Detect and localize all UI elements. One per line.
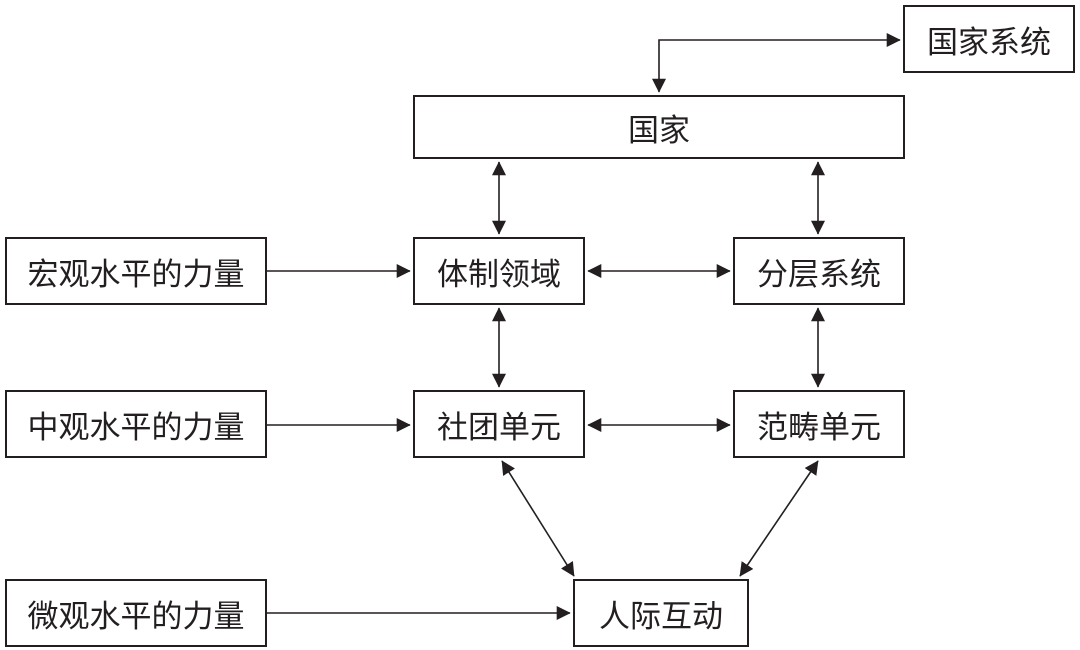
node-institutional-domains: 体制领域 — [413, 237, 585, 305]
edge-corporate-interpersonal — [501, 460, 575, 577]
node-micro-forces: 微观水平的力量 — [5, 579, 267, 647]
node-state-system: 国家系统 — [903, 5, 1075, 73]
node-state: 国家 — [413, 95, 905, 159]
node-stratification-system: 分层系统 — [733, 237, 905, 305]
edge-categoric-interpersonal — [739, 460, 819, 577]
edge-state-state-system — [652, 33, 901, 93]
node-corporate-units: 社团单元 — [413, 390, 585, 458]
node-interpersonal: 人际互动 — [573, 579, 749, 647]
node-macro-forces: 宏观水平的力量 — [5, 237, 267, 305]
node-meso-forces: 中观水平的力量 — [5, 390, 267, 458]
node-categoric-units: 范畴单元 — [733, 390, 905, 458]
